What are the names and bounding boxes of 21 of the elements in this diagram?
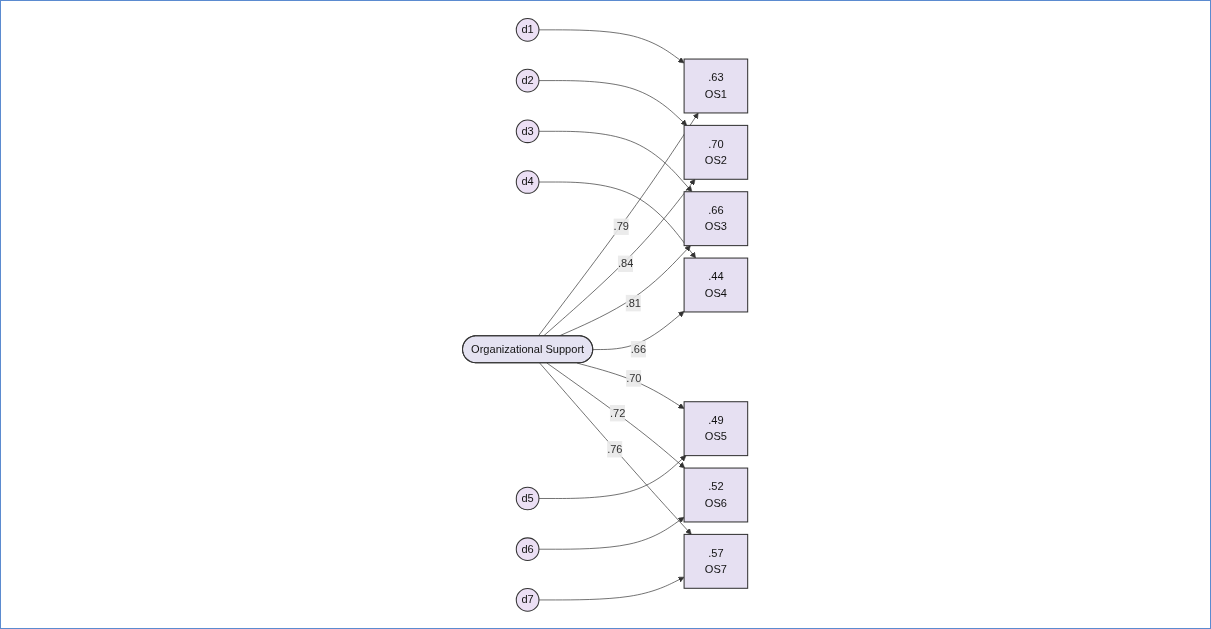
node-box: .70 OS2 [683, 124, 749, 180]
edge-label: .79 [613, 220, 630, 232]
edge-label: .76 [607, 442, 623, 455]
edge-label: .81 [626, 296, 642, 309]
node-circle: d1 [516, 17, 540, 42]
node-circle: d5 [516, 486, 540, 510]
node-circle: d2 [516, 68, 540, 92]
edge-label: .70 [626, 371, 642, 384]
edge-label: .72 [610, 406, 626, 419]
node-circle: d7 [516, 587, 540, 612]
edge-label: .66 [631, 342, 647, 355]
node-box: .66 OS3 [683, 190, 749, 246]
node-box: .52 OS6 [683, 467, 749, 523]
node-box: .49 OS5 [683, 400, 749, 456]
node-circle: d4 [516, 169, 540, 194]
node-box: .63 OS1 [683, 58, 749, 114]
node-circle: d3 [516, 119, 540, 143]
node-circle: d6 [516, 536, 540, 561]
edge-label: .84 [618, 257, 634, 269]
node-box: .44 OS4 [683, 257, 749, 313]
node-box: .57 OS7 [683, 533, 749, 589]
